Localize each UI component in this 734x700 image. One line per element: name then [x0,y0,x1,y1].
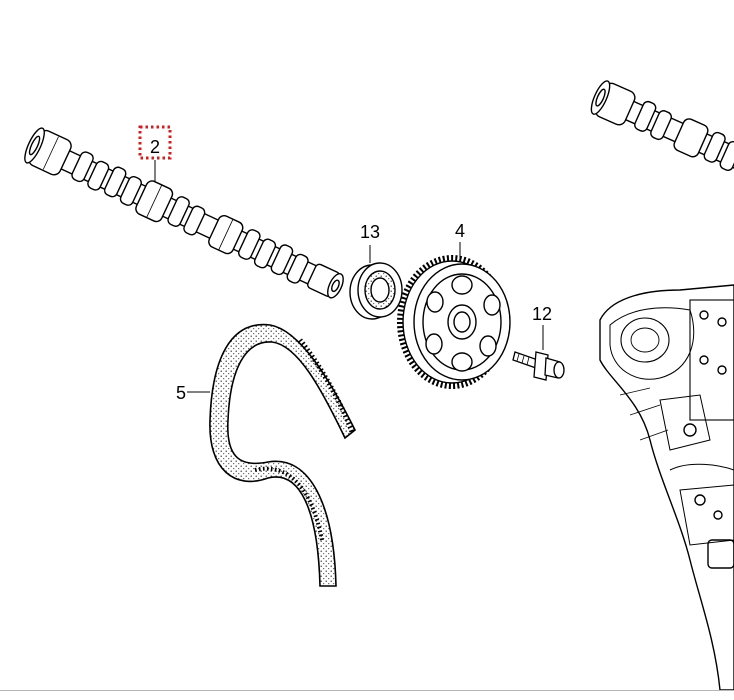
callout-13[interactable]: 13 [360,222,380,242]
camshaft[interactable] [21,126,349,306]
second-camshaft [590,80,734,183]
timing-belt[interactable] [209,323,357,587]
callout-4[interactable]: 4 [455,221,465,241]
bottom-rule [0,690,734,691]
engine-block [599,284,734,691]
pulley[interactable] [397,255,511,389]
callout-12[interactable]: 12 [532,304,552,324]
oil-seal[interactable] [349,262,403,320]
callout-5[interactable]: 5 [176,383,186,403]
bolt[interactable] [512,351,565,381]
callout-2[interactable]: 2 [150,137,160,157]
highlight-box [138,125,172,160]
